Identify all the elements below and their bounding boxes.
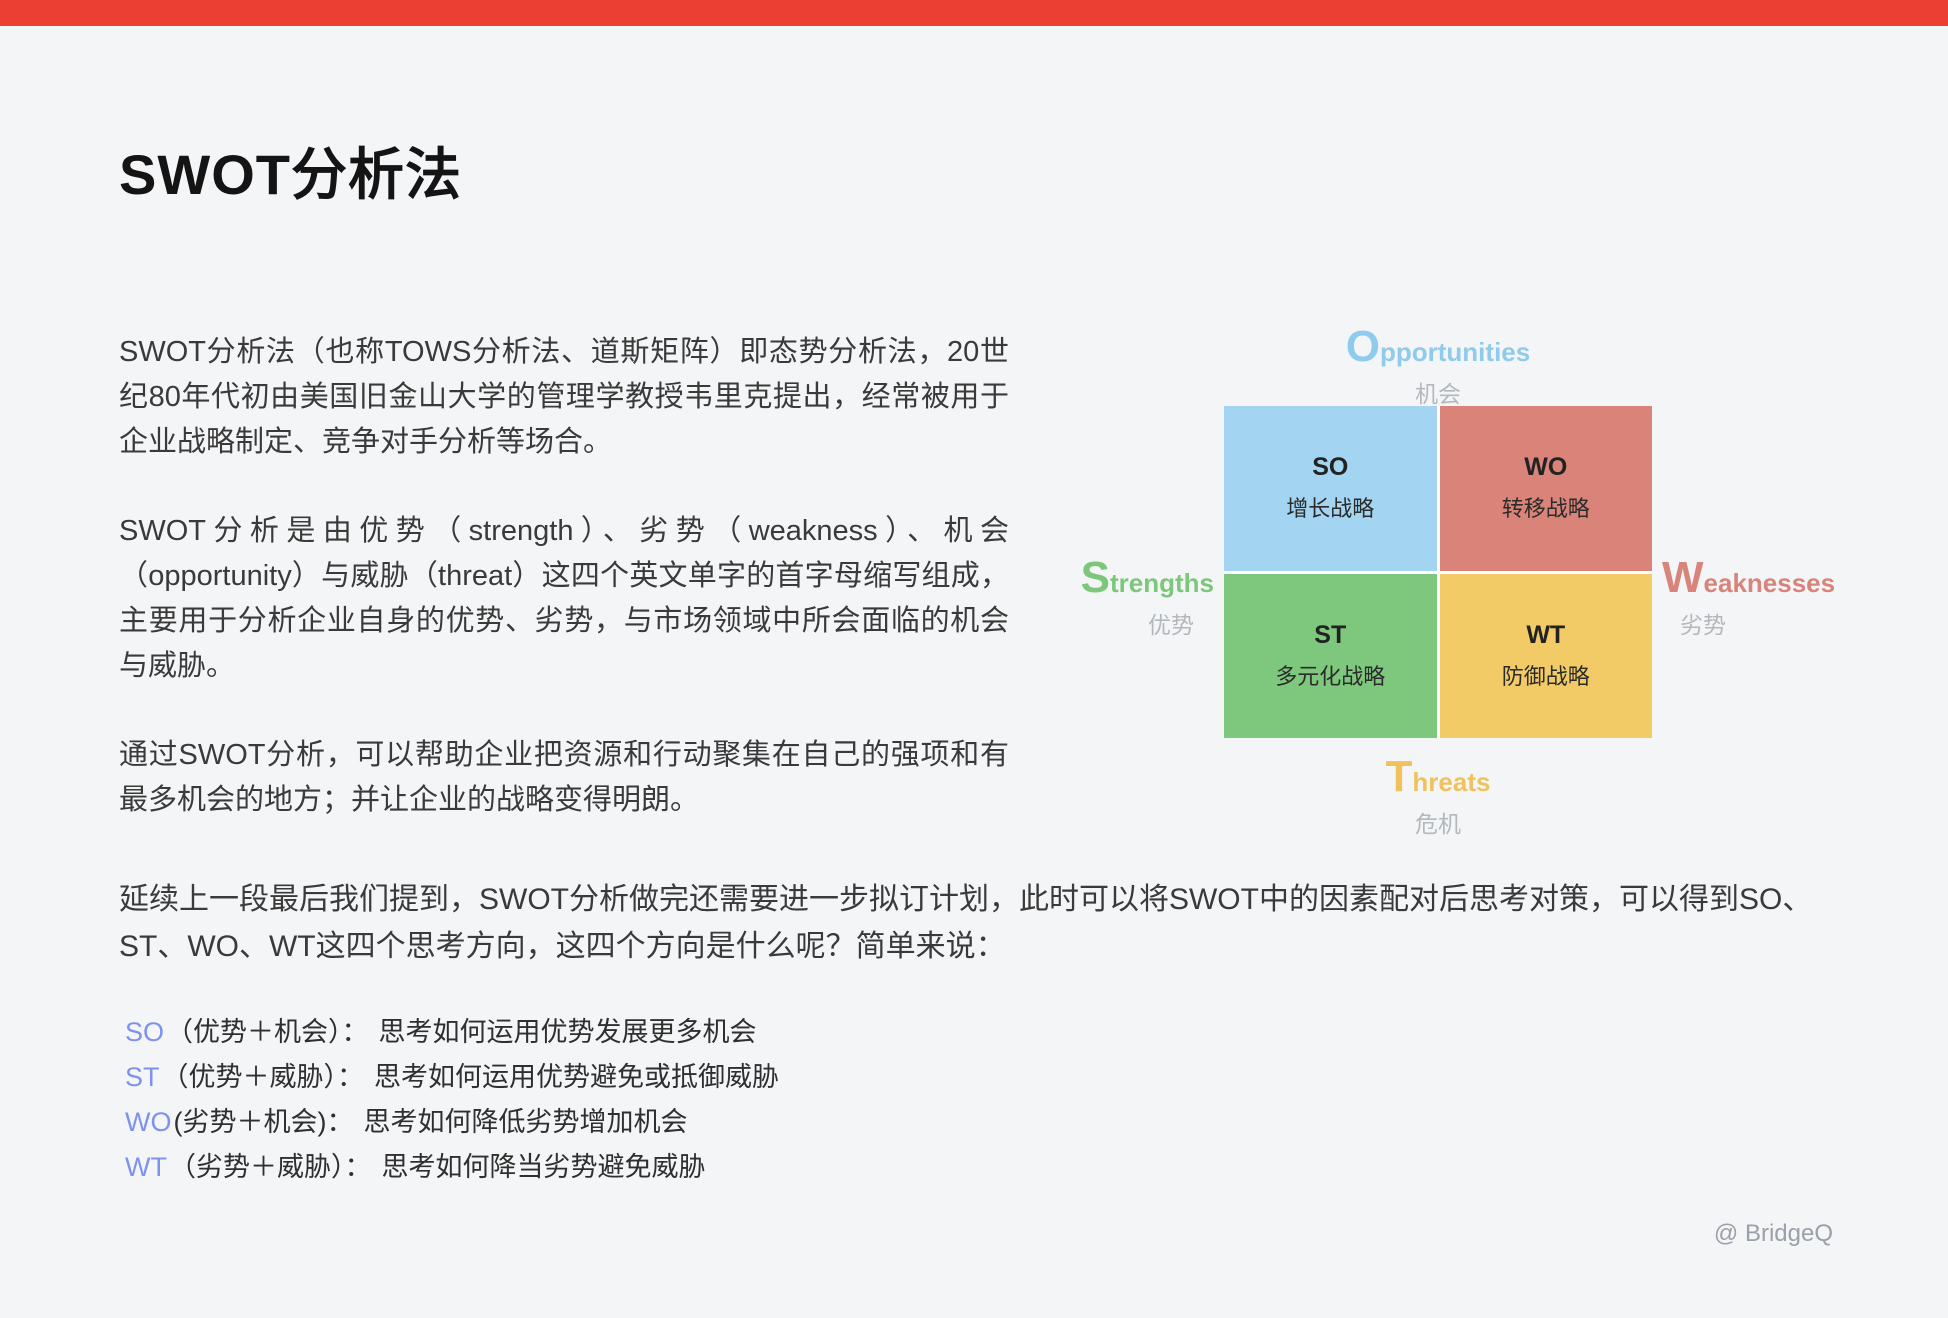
strategy-wt-code: WT — [125, 1152, 167, 1182]
weaknesses-initial: W — [1662, 553, 1704, 602]
threats-word: Threats — [1224, 752, 1652, 802]
strengths-word: Strengths — [1060, 553, 1214, 603]
strategy-wo-desc: 思考如何降低劣势增加机会 — [363, 1107, 688, 1137]
intro-paragraph-1: SWOT分析法（也称TOWS分析法、道斯矩阵）即态势分析法，20世纪80年代初由… — [119, 336, 1009, 458]
quadrant-wo-strategy: 转移战略 — [1501, 496, 1590, 522]
strategy-st-desc: 思考如何运用优势避免或抵御威胁 — [374, 1062, 780, 1092]
watermark-credit: @ BridgeQ — [1713, 1220, 1833, 1247]
opportunities-initial: O — [1345, 322, 1380, 371]
quadrant-so-strategy: 增长战略 — [1286, 496, 1375, 522]
strengths-zh-label: 优势 — [1148, 612, 1194, 638]
strategy-list: SO（优势＋机会）： 思考如何运用优势发展更多机会 ST（优势＋威胁）： 思考如何运… — [125, 1010, 779, 1190]
strategy-so-pairing: （优势＋机会）： — [166, 1017, 369, 1047]
quadrant-st-strategy: 多元化战略 — [1275, 663, 1386, 689]
weaknesses-zh-label: 劣势 — [1680, 612, 1726, 638]
threats-rest: hreats — [1412, 767, 1491, 797]
opportunities-rest: pportunities — [1380, 337, 1531, 367]
quadrant-st-code: ST — [1314, 620, 1347, 649]
swot-grid: SO 增长战略 WO 转移战略 ST 多元化战略 WT 防御战略 — [1224, 406, 1652, 738]
strategy-wo-pairing: (劣势＋机会)： — [173, 1107, 354, 1137]
quadrant-wt-code: WT — [1526, 620, 1566, 649]
quadrant-wt-strategy: 防御战略 — [1501, 663, 1590, 689]
opportunities-label: Opportunities 机会 — [1224, 322, 1652, 409]
strategy-row-wt: WT（劣势＋威胁）： 思考如何降当劣势避免威胁 — [125, 1145, 779, 1190]
strategy-st-pairing: （优势＋威胁）： — [161, 1062, 365, 1092]
strategy-so-code: SO — [125, 1017, 165, 1047]
page-title: SWOT分析法 — [119, 143, 462, 206]
quadrant-st: ST 多元化战略 — [1224, 573, 1437, 738]
threats-zh-label: 危机 — [1415, 811, 1461, 837]
strategy-row-wo: WO(劣势＋机会)： 思考如何降低劣势增加机会 — [125, 1100, 779, 1145]
weaknesses-rest: eaknesses — [1703, 568, 1836, 598]
weaknesses-word: Weaknesses — [1662, 553, 1858, 603]
strategy-st-code: ST — [125, 1062, 160, 1092]
quadrant-so: SO 增长战略 — [1224, 406, 1437, 571]
strategy-row-so: SO（优势＋机会）： 思考如何运用优势发展更多机会 — [125, 1010, 779, 1055]
opportunities-zh-label: 机会 — [1415, 381, 1461, 407]
strategy-wo-code: WO — [125, 1107, 172, 1137]
strategy-wt-desc: 思考如何降当劣势避免威胁 — [381, 1152, 706, 1182]
strengths-label: Strengths 优势 — [1060, 553, 1214, 640]
strengths-rest: trengths — [1110, 568, 1214, 598]
closing-paragraph: 延续上一段最后我们提到，SWOT分析做完还需要进一步拟订计划，此时可以将SWOT… — [119, 883, 1813, 963]
opportunities-word: Opportunities — [1224, 322, 1652, 372]
quadrant-wo: WO 转移战略 — [1439, 406, 1652, 571]
strategy-so-desc: 思考如何运用优势发展更多机会 — [378, 1017, 757, 1047]
quadrant-wo-code: WO — [1524, 453, 1568, 482]
weaknesses-label: Weaknesses 劣势 — [1662, 553, 1858, 640]
intro-paragraph-2: SWOT分析是由优势（strength）、劣势（weakness）、机会（opp… — [119, 515, 1009, 682]
strategy-wt-pairing: （劣势＋威胁）： — [168, 1152, 372, 1182]
swot-diagram: Opportunities 机会 Strengths 优势 Weaknesses… — [1060, 320, 1860, 900]
intro-paragraph-3: 通过SWOT分析，可以帮助企业把资源和行动聚集在自己的强项和有最多机会的地方；并… — [119, 739, 1009, 816]
top-accent-bar — [0, 0, 1948, 26]
quadrant-so-code: SO — [1312, 453, 1349, 482]
intro-paragraphs: SWOT分析法（也称TOWS分析法、道斯矩阵）即态势分析法，20世纪80年代初由… — [119, 330, 1009, 867]
quadrant-wt: WT 防御战略 — [1439, 573, 1652, 738]
strengths-initial: S — [1080, 553, 1110, 602]
threats-label: Threats 危机 — [1224, 752, 1652, 839]
strategy-row-st: ST（优势＋威胁）： 思考如何运用优势避免或抵御威胁 — [125, 1055, 779, 1100]
threats-initial: T — [1385, 752, 1413, 801]
